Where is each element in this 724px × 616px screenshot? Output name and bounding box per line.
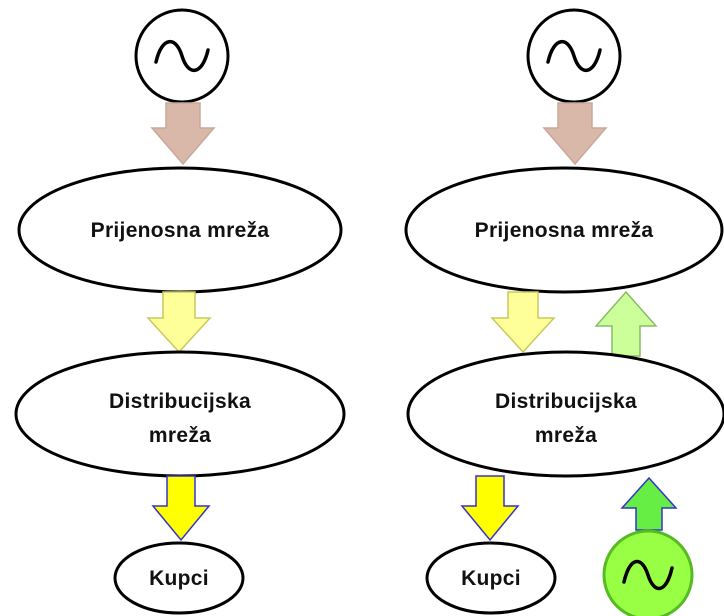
left-distribution-label-line1: Distribucijska	[109, 390, 251, 413]
left-customer-arrow	[151, 475, 211, 542]
right-reverse-flow-arrow	[594, 290, 658, 357]
right-distributed-generation-arrow	[620, 476, 678, 531]
right-diagram: Prijenosna mreža Distribucijska mreža Ku…	[404, 8, 724, 616]
right-distribution-label-line2: mreža	[535, 424, 597, 447]
left-customers	[113, 541, 245, 615]
left-customers-label: Kupci	[149, 567, 209, 590]
right-generator-arrow	[542, 102, 608, 166]
left-diagram: Prijenosna mreža Distribucijska mreža Ku…	[14, 8, 346, 615]
right-transmission-network	[404, 166, 724, 294]
right-distributed-generator-icon	[602, 529, 694, 616]
left-distribution-network	[14, 350, 346, 478]
left-generator-arrow	[150, 102, 216, 166]
right-transmission-to-distribution-arrow	[490, 291, 556, 354]
right-central-generator-icon	[526, 8, 622, 104]
right-distribution-network	[406, 350, 724, 478]
right-distribution-label-line1: Distribucijska	[495, 390, 637, 413]
right-customers	[425, 541, 557, 615]
right-customers-label: Kupci	[461, 567, 521, 590]
left-transmission-to-distribution-arrow	[146, 291, 212, 354]
right-customer-arrow	[460, 475, 520, 542]
left-distribution-label-line2: mreža	[149, 424, 211, 447]
left-transmission-label: Prijenosna mreža	[91, 219, 270, 242]
left-central-generator-icon	[134, 8, 230, 104]
right-transmission-label: Prijenosna mreža	[475, 219, 654, 242]
